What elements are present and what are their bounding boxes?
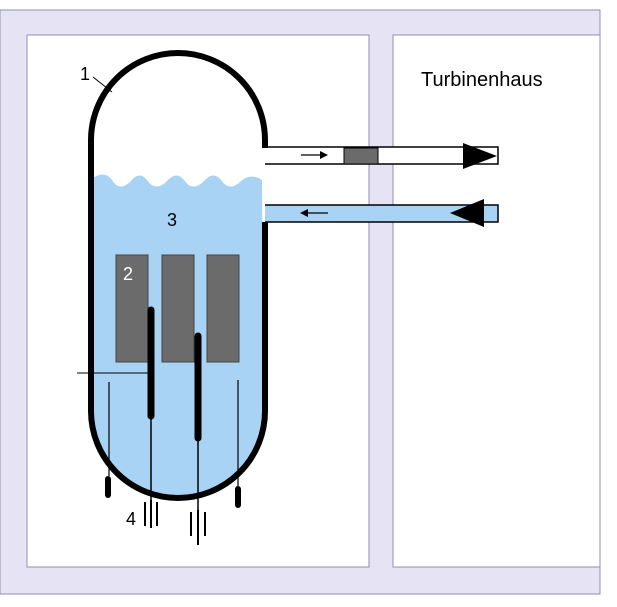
rod-drive-1 xyxy=(105,476,111,498)
turbine-hall-title: Turbinenhaus xyxy=(421,69,543,91)
steam-valve xyxy=(343,147,379,165)
fuel-block-2 xyxy=(161,254,195,363)
steam-outlet-arrow xyxy=(463,143,497,169)
label-water: 3 xyxy=(167,210,177,230)
label-core: 2 xyxy=(123,264,133,284)
pressure-vessel xyxy=(88,50,268,501)
rod-drive-2 xyxy=(235,486,241,508)
label-control-rods: 4 xyxy=(126,509,136,529)
steam-flow-arrowhead xyxy=(320,151,328,159)
feedwater-inlet-arrow xyxy=(450,199,484,227)
feedwater-flow-arrowhead xyxy=(300,209,308,217)
fuel-block-3 xyxy=(206,254,240,363)
fuel-block-1 xyxy=(115,254,149,363)
label-vessel: 1 xyxy=(80,64,90,84)
label-1-leader xyxy=(92,76,113,93)
steam-pipe xyxy=(261,146,499,165)
turbine-house-panel xyxy=(392,34,601,568)
